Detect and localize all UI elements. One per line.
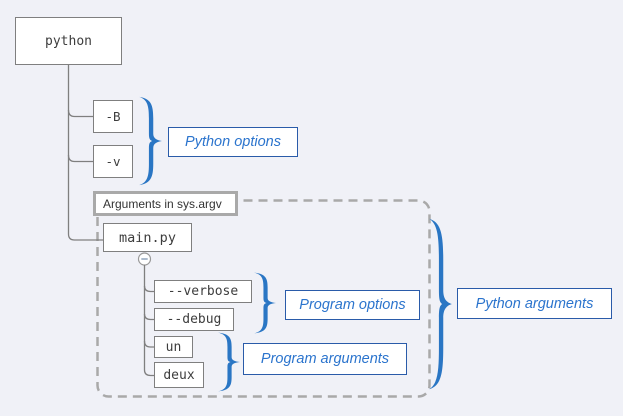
brace-python-options (137, 96, 163, 186)
node-debug: --debug (154, 308, 234, 331)
connector-child-trunk (143, 265, 154, 377)
brace-program-options (252, 272, 277, 334)
brace-python-arguments (427, 217, 453, 391)
connector-branch-b (67, 109, 93, 118)
argv-group-label: Arguments in sys.argv (93, 191, 238, 216)
node-verbose: --verbose (154, 280, 252, 303)
node-un: un (154, 336, 193, 358)
node-option-b: -B (93, 100, 133, 133)
connector-branch-debug (143, 313, 154, 321)
collapse-minus-icon (137, 252, 152, 266)
callout-program-options: Program options (285, 290, 420, 320)
node-python: python (15, 17, 122, 65)
node-main-py: main.py (103, 223, 192, 252)
node-deux: deux (154, 362, 204, 388)
callout-program-arguments: Program arguments (243, 343, 407, 375)
callout-python-arguments: Python arguments (457, 288, 612, 319)
connector-branch-un (143, 340, 154, 348)
connector-branch-v (67, 154, 93, 163)
node-option-v: -v (93, 145, 133, 178)
brace-program-arguments (216, 332, 241, 392)
callout-python-options: Python options (168, 127, 298, 157)
connector-branch-verbose (143, 285, 154, 293)
connector-root-trunk (67, 65, 103, 241)
argv-group-dashed-outline (96, 199, 431, 398)
